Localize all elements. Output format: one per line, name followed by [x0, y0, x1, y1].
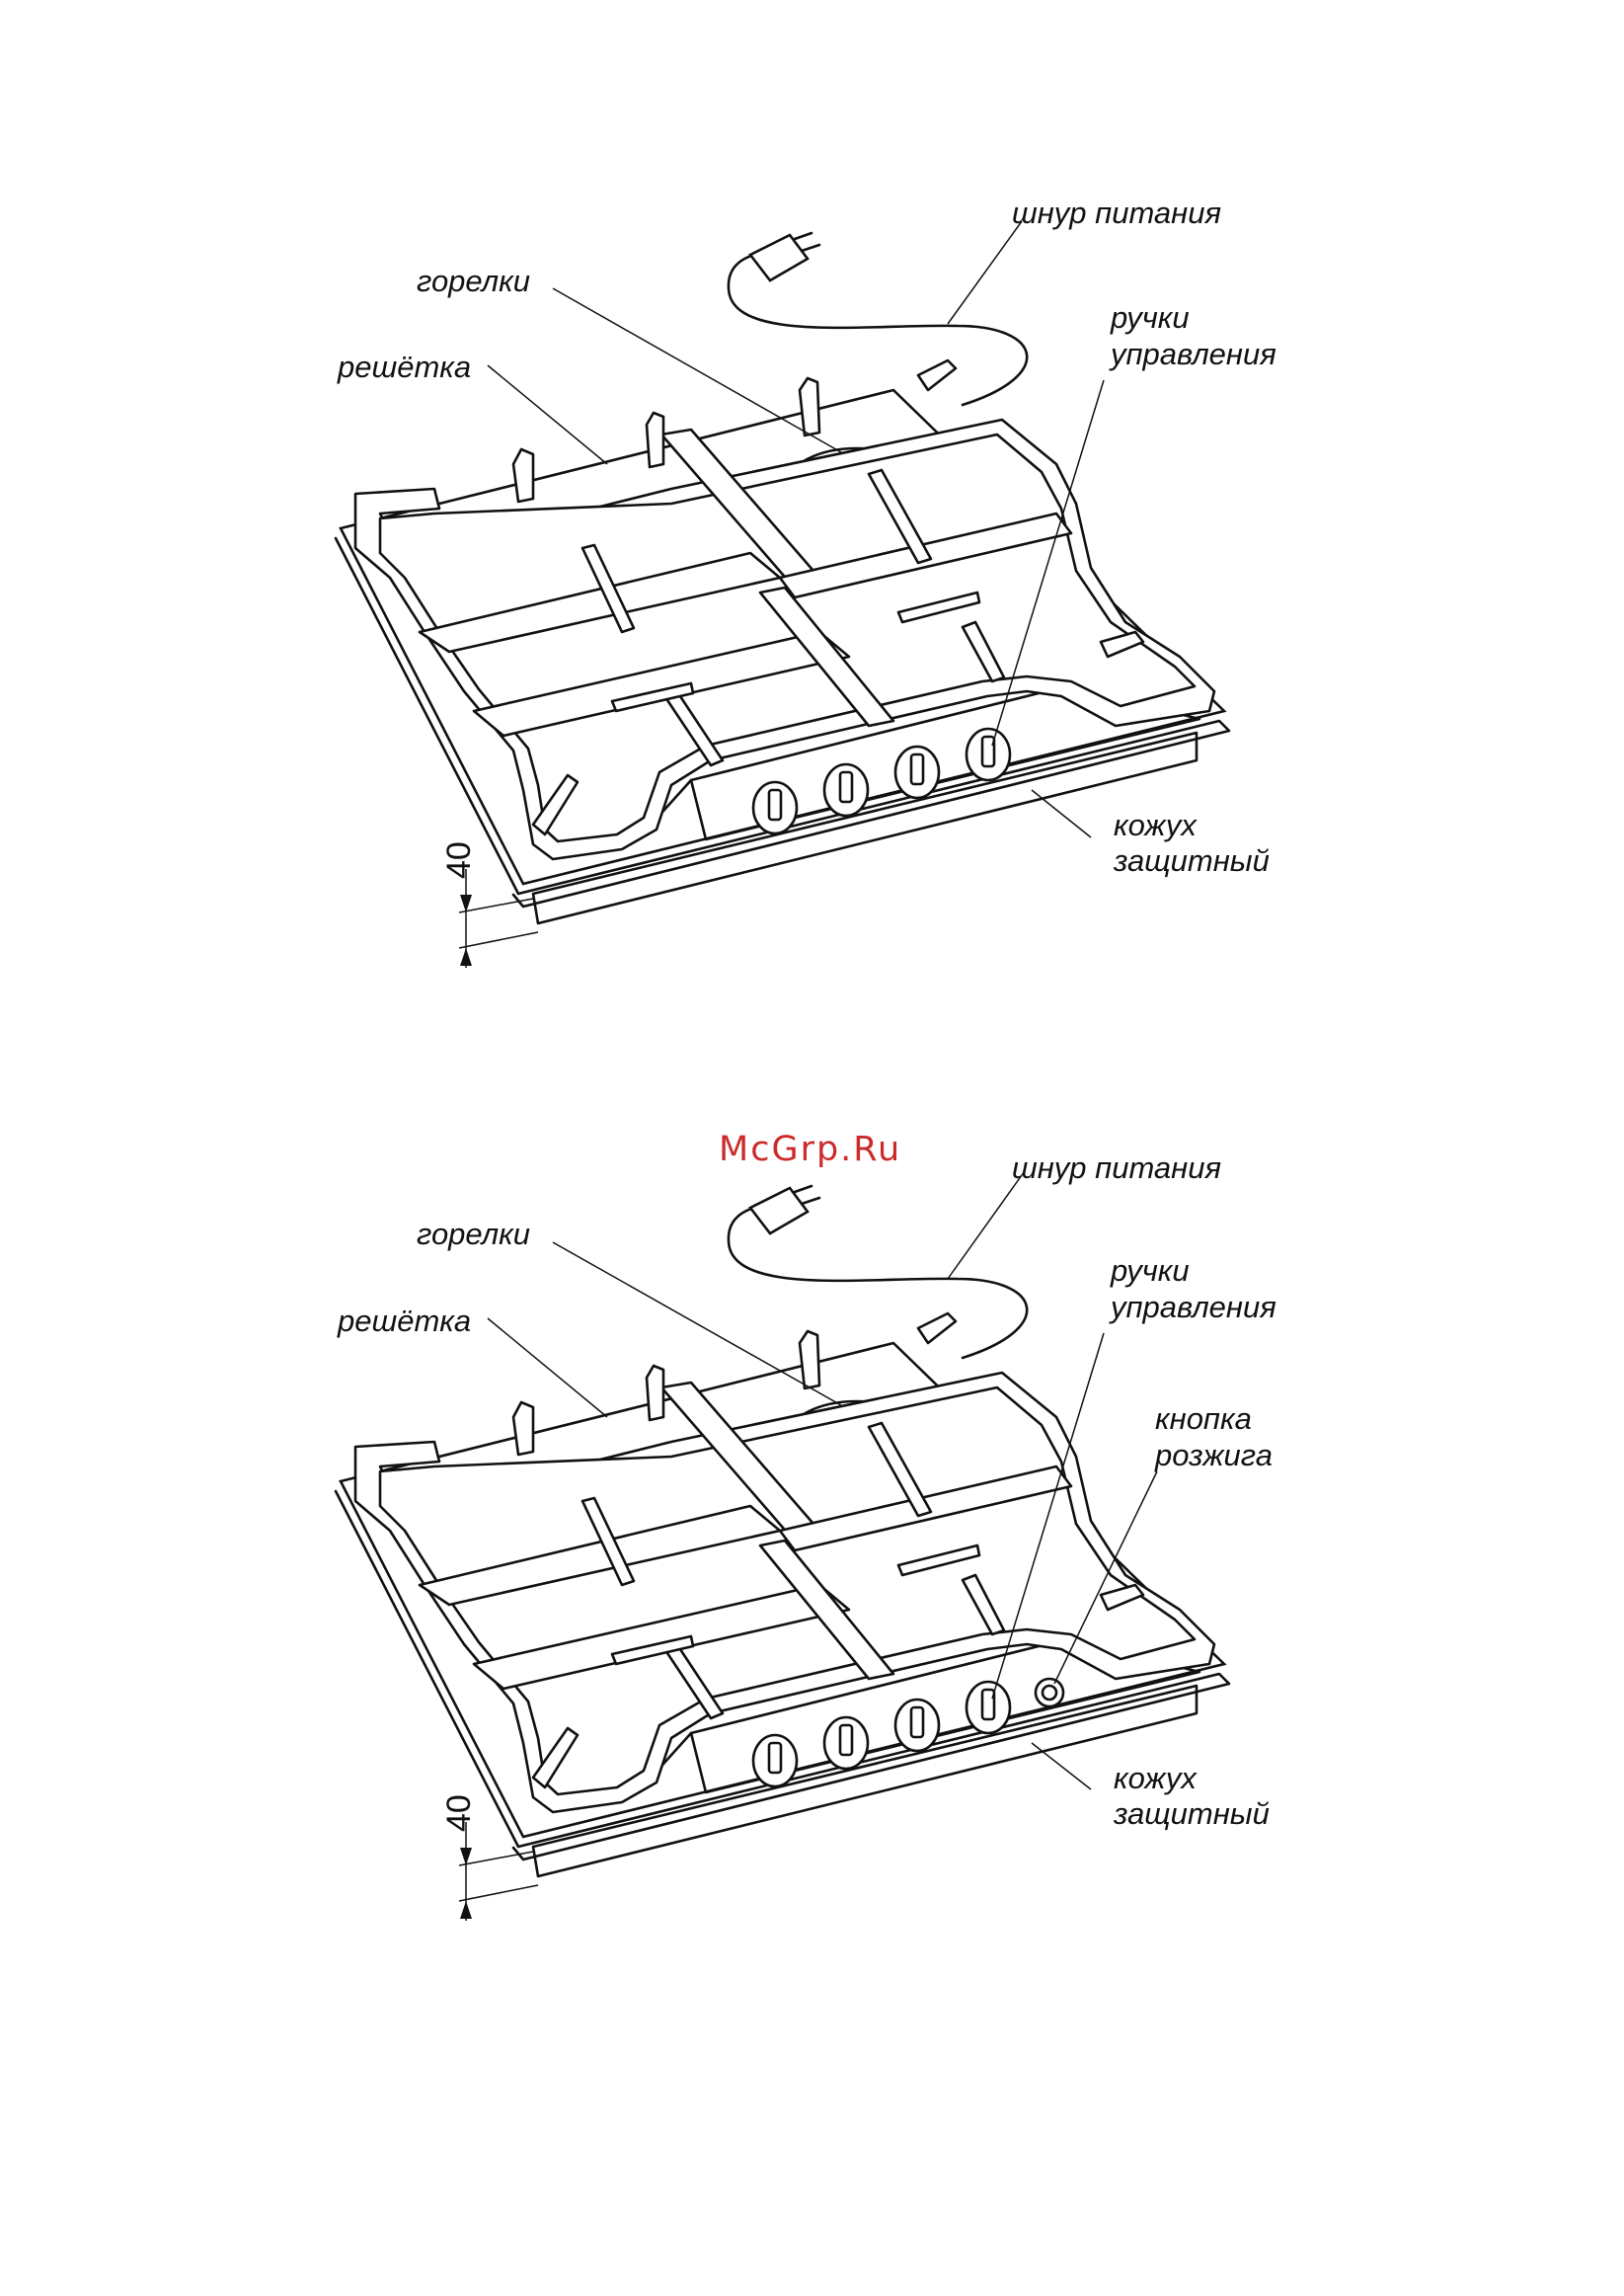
- label-power-cord: шнур питания: [1012, 1150, 1221, 1185]
- diagram-top: шнур питания горелки ручки управления ре…: [336, 196, 1276, 968]
- leader-burners: [553, 1242, 841, 1405]
- label-controls-1: ручки: [1110, 1253, 1190, 1288]
- label-housing-2: защитный: [1113, 843, 1270, 878]
- label-grate: решётка: [337, 350, 471, 384]
- leader-power-cord: [948, 221, 1022, 324]
- diagram-bottom: шнур питания горелки ручки управления кн…: [336, 1150, 1276, 1921]
- leader-grate: [488, 365, 607, 464]
- leader-grate: [488, 1318, 607, 1417]
- label-ignition-2: розжига: [1154, 1438, 1273, 1472]
- label-controls-2: управления: [1109, 337, 1276, 371]
- dimension-40: 40: [440, 1794, 478, 1832]
- label-controls-1: ручки: [1110, 300, 1190, 335]
- leader-burners: [553, 288, 841, 452]
- label-burners: горелки: [417, 264, 530, 298]
- label-housing-1: кожух: [1114, 1761, 1198, 1795]
- label-grate: решётка: [337, 1304, 471, 1338]
- label-power-cord: шнур питания: [1012, 196, 1221, 230]
- watermark: McGrp.Ru: [719, 1130, 901, 1169]
- label-burners: горелки: [417, 1217, 530, 1251]
- label-housing-2: защитный: [1113, 1796, 1270, 1831]
- label-controls-2: управления: [1109, 1290, 1276, 1324]
- label-housing-1: кожух: [1114, 808, 1198, 842]
- leader-power-cord: [948, 1175, 1022, 1279]
- ignition-button-icon: [1036, 1679, 1063, 1706]
- dimension-40: 40: [440, 841, 478, 879]
- leader-housing: [1032, 1743, 1091, 1789]
- leader-housing: [1032, 790, 1091, 837]
- label-ignition-1: кнопка: [1155, 1401, 1252, 1436]
